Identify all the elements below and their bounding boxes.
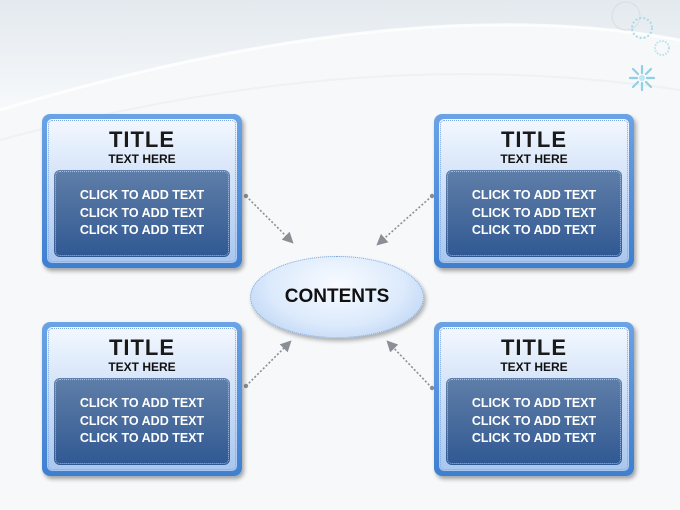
card-text-line[interactable]: CLICK TO ADD TEXT bbox=[79, 205, 205, 220]
card-title[interactable]: TITLE bbox=[500, 127, 568, 152]
card-title[interactable]: TITLE bbox=[108, 127, 176, 152]
card-bottom-left[interactable]: TITLE TEXT HERE CLICK TO ADD TEXT CLICK … bbox=[42, 322, 242, 476]
card-panel: TITLE TEXT HERE CLICK TO ADD TEXT CLICK … bbox=[47, 327, 237, 471]
card-title[interactable]: TITLE bbox=[108, 335, 176, 360]
card-top-left[interactable]: TITLE TEXT HERE CLICK TO ADD TEXT CLICK … bbox=[42, 114, 242, 268]
card-subtitle[interactable]: TEXT HERE bbox=[500, 360, 568, 374]
card-bottom-right[interactable]: TITLE TEXT HERE CLICK TO ADD TEXT CLICK … bbox=[434, 322, 634, 476]
card-text-line[interactable]: CLICK TO ADD TEXT bbox=[471, 188, 597, 203]
card-text-line[interactable]: CLICK TO ADD TEXT bbox=[471, 413, 597, 428]
flower-ornament-icon bbox=[611, 1, 670, 92]
card-panel: TITLE TEXT HERE CLICK TO ADD TEXT CLICK … bbox=[439, 119, 629, 263]
card-text-line[interactable]: CLICK TO ADD TEXT bbox=[471, 431, 597, 446]
card-text-line[interactable]: CLICK TO ADD TEXT bbox=[79, 188, 205, 203]
card-text-line[interactable]: CLICK TO ADD TEXT bbox=[471, 396, 597, 411]
card-body[interactable]: CLICK TO ADD TEXT CLICK TO ADD TEXT CLIC… bbox=[446, 378, 622, 465]
card-subtitle[interactable]: TEXT HERE bbox=[500, 152, 568, 166]
card-body[interactable]: CLICK TO ADD TEXT CLICK TO ADD TEXT CLIC… bbox=[446, 170, 622, 257]
card-body[interactable]: CLICK TO ADD TEXT CLICK TO ADD TEXT CLIC… bbox=[54, 170, 230, 257]
card-text-line[interactable]: CLICK TO ADD TEXT bbox=[471, 205, 597, 220]
center-label[interactable]: CONTENTS bbox=[284, 286, 390, 307]
card-text-line[interactable]: CLICK TO ADD TEXT bbox=[79, 396, 205, 411]
card-subtitle[interactable]: TEXT HERE bbox=[108, 360, 176, 374]
card-subtitle[interactable]: TEXT HERE bbox=[108, 152, 176, 166]
card-panel: TITLE TEXT HERE CLICK TO ADD TEXT CLICK … bbox=[439, 327, 629, 471]
card-text-line[interactable]: CLICK TO ADD TEXT bbox=[79, 223, 205, 238]
card-title[interactable]: TITLE bbox=[500, 335, 568, 360]
card-top-right[interactable]: TITLE TEXT HERE CLICK TO ADD TEXT CLICK … bbox=[434, 114, 634, 268]
card-text-line[interactable]: CLICK TO ADD TEXT bbox=[471, 223, 597, 238]
card-body[interactable]: CLICK TO ADD TEXT CLICK TO ADD TEXT CLIC… bbox=[54, 378, 230, 465]
card-panel: TITLE TEXT HERE CLICK TO ADD TEXT CLICK … bbox=[47, 119, 237, 263]
card-text-line[interactable]: CLICK TO ADD TEXT bbox=[79, 431, 205, 446]
center-node[interactable]: CONTENTS bbox=[250, 256, 424, 338]
card-text-line[interactable]: CLICK TO ADD TEXT bbox=[79, 413, 205, 428]
